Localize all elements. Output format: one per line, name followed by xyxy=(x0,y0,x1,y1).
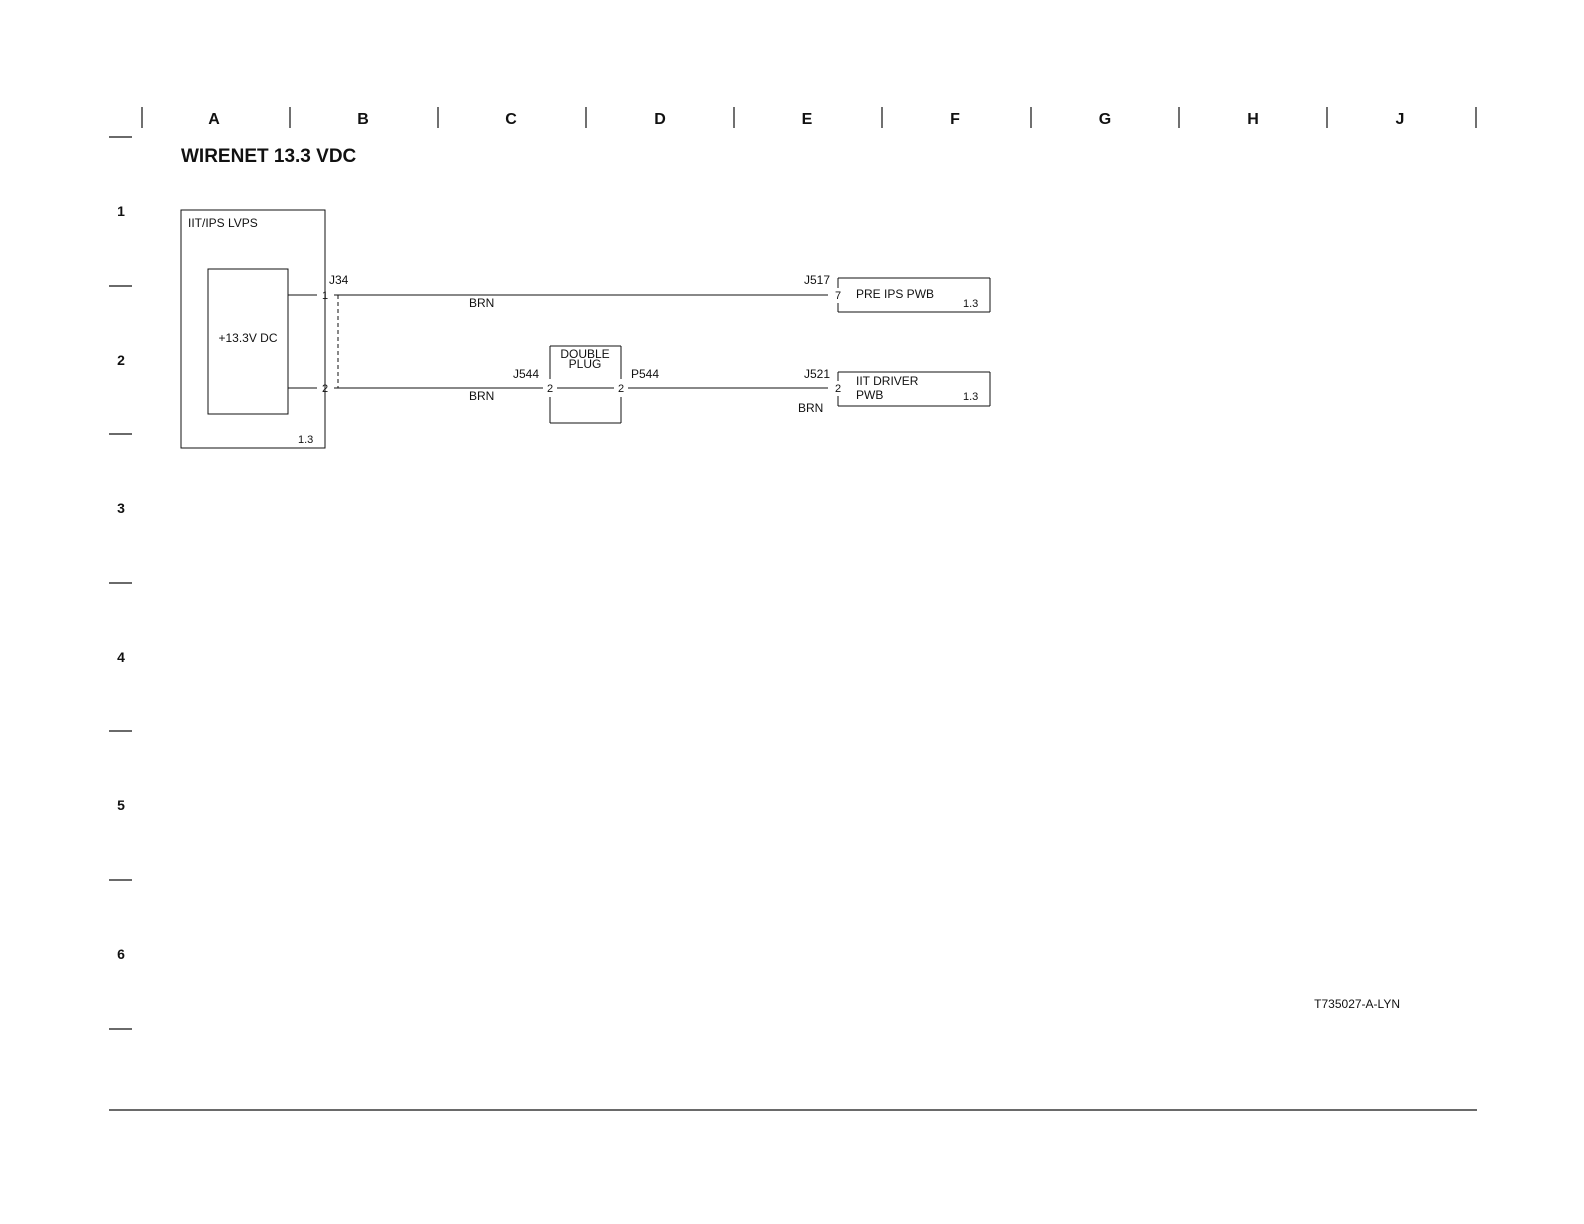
wire-color-top: BRN xyxy=(469,296,494,310)
column-label-g: G xyxy=(1099,111,1111,128)
column-label-j: J xyxy=(1396,111,1405,128)
column-label-h: H xyxy=(1247,111,1259,128)
pin-j521-2: 2 xyxy=(835,383,841,395)
row-label-1: 1 xyxy=(117,203,125,219)
row-label-2: 2 xyxy=(117,352,125,368)
iit-driver-pwb-name-2: PWB xyxy=(856,388,883,402)
lvps-block: IIT/IPS LVPS 1.3 +13.3V DC xyxy=(181,210,325,448)
column-label-e: E xyxy=(802,111,813,128)
iit-driver-pwb-name-1: IIT DRIVER xyxy=(856,374,919,388)
column-label-c: C xyxy=(505,111,517,128)
lvps-source-label: +13.3V DC xyxy=(218,331,277,345)
pin-j34-2: 2 xyxy=(322,383,328,395)
row-label-3: 3 xyxy=(117,500,125,516)
connector-label-j544: J544 xyxy=(513,367,539,381)
wire-color-bottom-left: BRN xyxy=(469,389,494,403)
diagram-title: WIRENET 13.3 VDC xyxy=(181,146,357,167)
pre-ips-pwb-name: PRE IPS PWB xyxy=(856,287,934,301)
lvps-outline xyxy=(181,210,325,448)
pin-p544-2: 2 xyxy=(618,383,624,395)
column-label-d: D xyxy=(654,111,666,128)
iit-driver-pwb-ref: 1.3 xyxy=(963,391,978,403)
connector-label-j517: J517 xyxy=(804,273,830,287)
column-label-a: A xyxy=(208,111,220,128)
pre-ips-pwb: J517 7 PRE IPS PWB 1.3 xyxy=(804,273,990,312)
double-plug-name-2: PLUG xyxy=(569,357,602,371)
row-label-5: 5 xyxy=(117,797,125,813)
column-grid: A B C D E F G H J xyxy=(142,107,1476,128)
connector-label-j521: J521 xyxy=(804,367,830,381)
iit-driver-pwb: J521 2 IIT DRIVER PWB 1.3 xyxy=(804,367,990,406)
row-grid: 1 2 3 4 5 6 xyxy=(109,137,132,1029)
lvps-name: IIT/IPS LVPS xyxy=(188,216,258,230)
row-label-6: 6 xyxy=(117,946,125,962)
pin-j517-7: 7 xyxy=(835,290,841,302)
pin-j34-1: 1 xyxy=(322,290,328,302)
row-label-4: 4 xyxy=(117,649,125,665)
pin-j544-2: 2 xyxy=(547,383,553,395)
connector-label-j34: J34 xyxy=(329,273,349,287)
drawing-id: T735027-A-LYN xyxy=(1314,997,1400,1011)
pre-ips-pwb-ref: 1.3 xyxy=(963,298,978,310)
connector-j34: J34 1 2 xyxy=(322,273,349,395)
lvps-ref: 1.3 xyxy=(298,434,313,446)
double-plug: DOUBLE PLUG J544 2 2 P544 xyxy=(513,346,659,423)
connector-label-p544: P544 xyxy=(631,367,659,381)
wire-color-bottom-right: BRN xyxy=(798,401,823,415)
column-label-b: B xyxy=(357,111,369,128)
column-label-f: F xyxy=(950,111,960,128)
